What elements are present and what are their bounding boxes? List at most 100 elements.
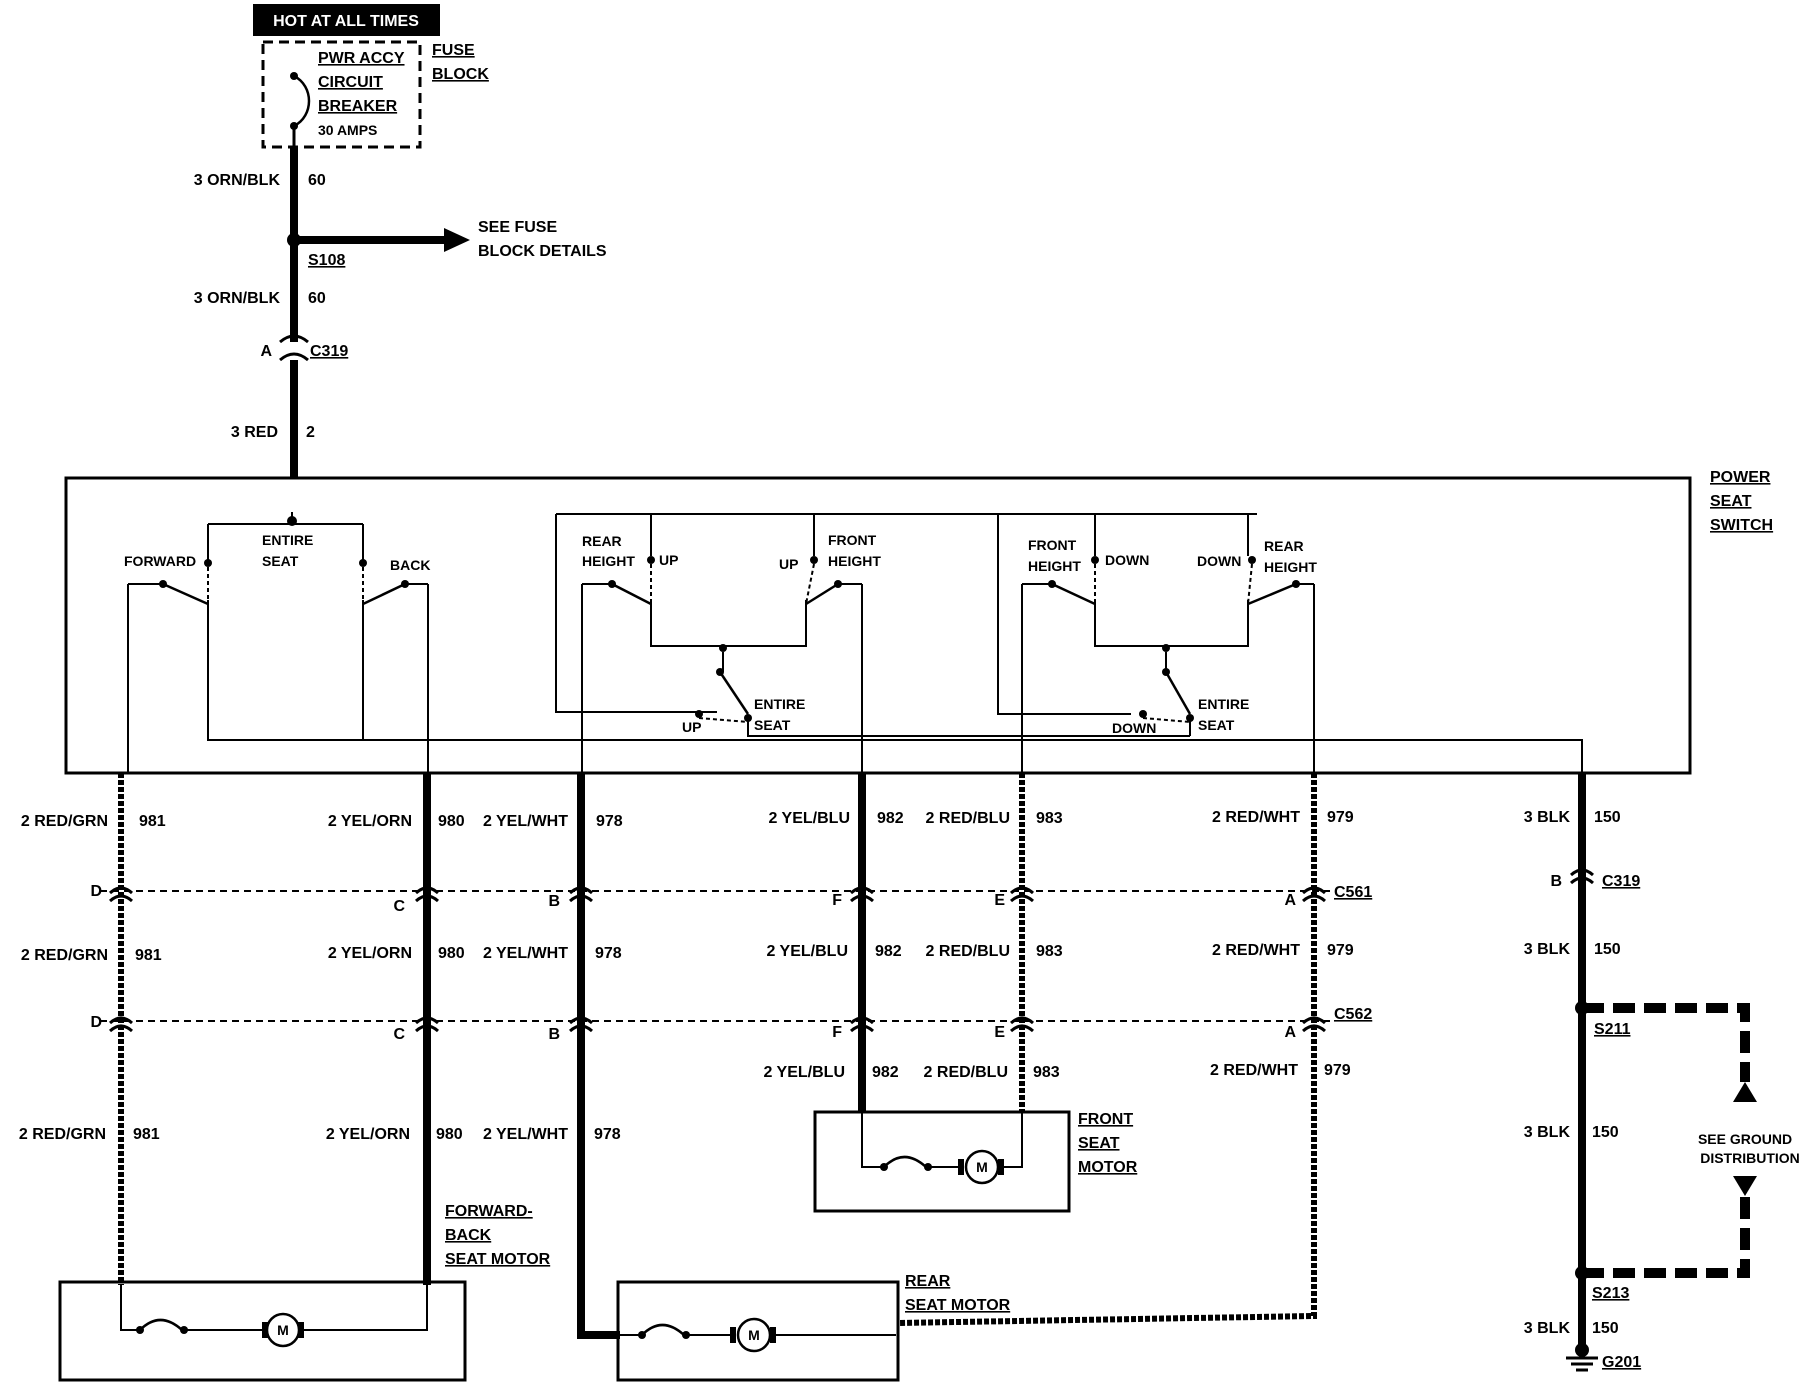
- ground-up-arrow-icon: [1733, 1082, 1757, 1102]
- label-height-4: HEIGHT: [1264, 559, 1317, 575]
- c562-pin-c: C: [393, 1026, 405, 1043]
- w150-color-3: 3 BLK: [1524, 1124, 1571, 1141]
- see-fuse-label-2: BLOCK DETAILS: [478, 243, 607, 260]
- breaker-label-2: CIRCUIT: [318, 74, 383, 91]
- w978-color-1: 2 YEL/WHT: [483, 813, 568, 830]
- w980-color-3: 2 YEL/ORN: [326, 1126, 410, 1143]
- c561-pin-d: D: [90, 883, 102, 900]
- label-entire-3: ENTIRE: [1198, 696, 1249, 712]
- hot-at-all-times-box: [253, 4, 440, 36]
- ground-g201-label: G201: [1602, 1354, 1641, 1371]
- rear-motor-m: M: [748, 1327, 760, 1343]
- see-fuse-label-1: SEE FUSE: [478, 219, 557, 236]
- rear-seat-motor-box: [616, 1280, 900, 1382]
- wire-label-orn-blk-2: 3 ORN/BLK: [194, 290, 281, 307]
- circuit-breaker-symbol: [290, 72, 311, 147]
- c561-pin-a: A: [1284, 892, 1296, 909]
- w983-num-2: 983: [1036, 943, 1063, 960]
- label-entire-2: ENTIRE: [754, 696, 805, 712]
- label-down-2: DOWN: [1197, 553, 1241, 569]
- w983-num-1: 983: [1036, 810, 1063, 827]
- w979-num-1: 979: [1327, 809, 1354, 826]
- w979-color-2: 2 RED/WHT: [1212, 942, 1300, 959]
- c562-pin-b: B: [548, 1026, 560, 1043]
- front-motor-label-1: FRONT: [1078, 1111, 1133, 1128]
- c319-pin-b: B: [1550, 873, 1562, 890]
- front-rear-height-down-switch: [1048, 556, 1300, 723]
- w150-color-4: 3 BLK: [1524, 1320, 1571, 1337]
- output-wires: [118, 773, 1586, 1346]
- fb-motor-label-1: FORWARD-: [445, 1203, 533, 1220]
- ground-dist-lower: [1582, 1196, 1750, 1278]
- w150-num-3: 150: [1592, 1124, 1619, 1141]
- w981-num-2: 981: [135, 947, 162, 964]
- c561-pin-c: C: [393, 898, 405, 915]
- w978-num-3: 978: [594, 1126, 621, 1143]
- w981-num-3: 981: [133, 1126, 160, 1143]
- c319-top-pin: A: [260, 343, 272, 360]
- c561-label: C561: [1334, 884, 1372, 901]
- label-down-3: DOWN: [1112, 720, 1156, 736]
- connector-symbols: [108, 868, 1595, 1033]
- fb-motor-m: M: [277, 1322, 289, 1338]
- label-front-1: FRONT: [828, 532, 877, 548]
- splice-s108-label: S108: [308, 252, 345, 269]
- breaker-amps: 30 AMPS: [318, 122, 377, 138]
- rear-motor-label-1: REAR: [905, 1273, 951, 1290]
- w982-color-3: 2 YEL/BLU: [764, 1064, 846, 1081]
- ground-down-arrow-icon: [1733, 1176, 1757, 1196]
- w980-color-1: 2 YEL/ORN: [328, 813, 412, 830]
- fuse-block-outline: [261, 40, 422, 149]
- w983-num-3: 983: [1033, 1064, 1060, 1081]
- w981-num-1: 981: [139, 813, 166, 830]
- w978-color-2: 2 YEL/WHT: [483, 945, 568, 962]
- w150-color-2: 3 BLK: [1524, 941, 1571, 958]
- c562-pin-e: E: [994, 1024, 1005, 1041]
- label-back: BACK: [390, 557, 430, 573]
- wire-label-orn-blk-1: 3 ORN/BLK: [194, 172, 281, 189]
- c319-top-label: C319: [310, 343, 348, 360]
- splice-s213-label: S213: [1592, 1285, 1629, 1302]
- w983-color-2: 2 RED/BLU: [926, 943, 1010, 960]
- wire-ckt-60-2: 60: [308, 290, 326, 307]
- wire-ckt-60-1: 60: [308, 172, 326, 189]
- switch-feed-node: [287, 516, 297, 526]
- c562-pin-a: A: [1284, 1024, 1296, 1041]
- label-height-3: HEIGHT: [1028, 558, 1081, 574]
- w150-num-1: 150: [1594, 809, 1621, 826]
- w980-num-2: 980: [438, 945, 465, 962]
- w981-color-2: 2 RED/GRN: [21, 947, 108, 964]
- fuse-block-label-1: FUSE: [432, 42, 475, 59]
- breaker-label-3: BREAKER: [318, 98, 398, 115]
- w982-color-1: 2 YEL/BLU: [769, 810, 851, 827]
- forward-back-motor-box: [58, 1280, 467, 1382]
- hot-at-all-times-label: HOT AT ALL TIMES: [273, 13, 419, 30]
- see-ground-label-1: SEE GROUND: [1698, 1131, 1792, 1147]
- label-rear-2: REAR: [1264, 538, 1304, 554]
- front-motor-m: M: [976, 1159, 988, 1175]
- rear-front-height-up-switch: [608, 556, 842, 723]
- c562-pin-d: D: [90, 1014, 102, 1031]
- w979-color-1: 2 RED/WHT: [1212, 809, 1300, 826]
- label-rear-1: REAR: [582, 533, 622, 549]
- label-up-1: UP: [659, 552, 678, 568]
- switch-internal-wiring: [127, 512, 1583, 773]
- wire-ckt-2: 2: [306, 424, 315, 441]
- fuse-detail-arrow-icon: [444, 228, 470, 252]
- label-height-2: HEIGHT: [828, 553, 881, 569]
- w979-num-3: 979: [1324, 1062, 1351, 1079]
- breaker-label-1: PWR ACCY: [318, 50, 405, 67]
- connector-c319-top: [279, 334, 309, 362]
- ground-dist-upper: [1582, 1003, 1750, 1082]
- front-motor-label-2: SEAT: [1078, 1135, 1120, 1152]
- label-up-2: UP: [779, 556, 798, 572]
- power-seat-switch-box: [64, 476, 1692, 775]
- w150-num-2: 150: [1594, 941, 1621, 958]
- w980-num-1: 980: [438, 813, 465, 830]
- w979-num-2: 979: [1327, 942, 1354, 959]
- w978-num-1: 978: [596, 813, 623, 830]
- fuse-block-label-2: BLOCK: [432, 66, 489, 83]
- switch-title-1: POWER: [1710, 469, 1771, 486]
- w978-color-3: 2 YEL/WHT: [483, 1126, 568, 1143]
